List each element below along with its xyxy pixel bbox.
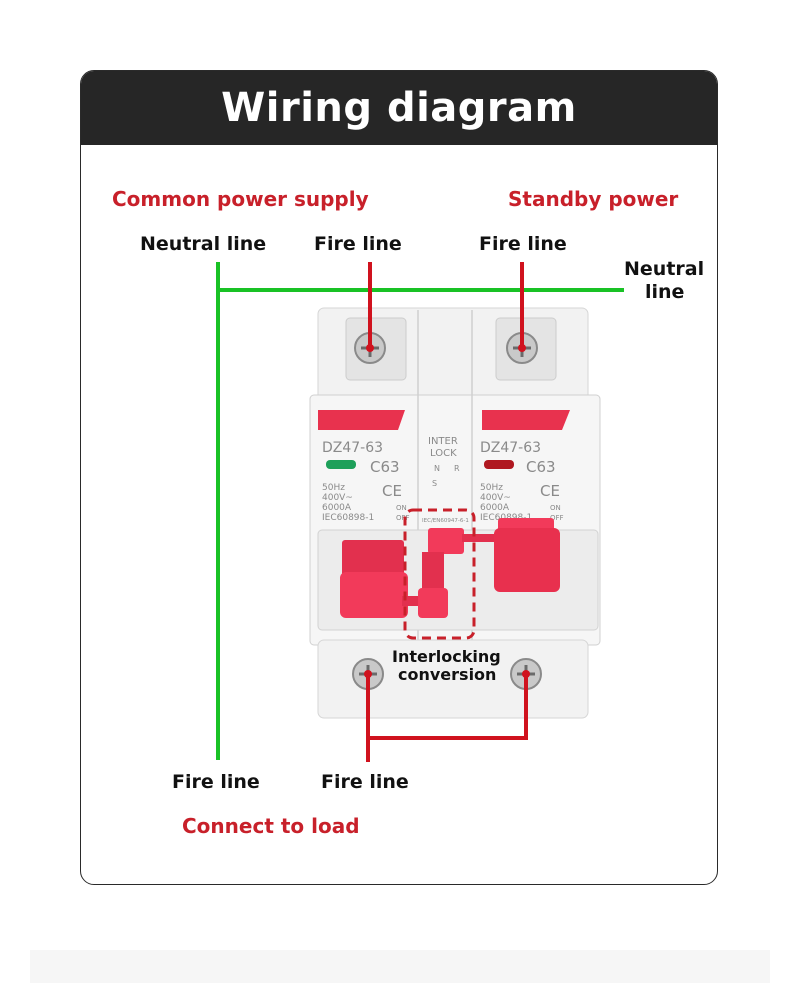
svg-text:LOCK: LOCK (430, 448, 457, 459)
svg-text:400V~: 400V~ (322, 493, 353, 503)
right-model: DZ47-63 (480, 440, 541, 456)
interlock-lever-top (428, 528, 464, 554)
left-model: DZ47-63 (322, 440, 383, 456)
left-handle-base (342, 540, 404, 578)
right-ce-mark: CE (540, 482, 560, 500)
svg-text:S: S (432, 479, 437, 488)
label-fire-line-bottom-left: Fire line (172, 771, 260, 793)
fire-wires (366, 262, 528, 762)
label-common-power-supply: Common power supply (112, 187, 369, 211)
label-neutral-line-left: Neutral line (140, 233, 266, 255)
label-conversion: conversion (398, 665, 496, 684)
header-bar: Wiring diagram (81, 71, 717, 145)
right-handle (494, 528, 560, 592)
right-red-tab (482, 410, 570, 430)
svg-text:6000A: 6000A (480, 503, 510, 513)
footer-band (30, 950, 770, 983)
left-red-tab (318, 410, 405, 430)
svg-text:6000A: 6000A (322, 503, 352, 513)
right-indicator (484, 460, 514, 469)
label-fire-line-top-right: Fire line (479, 233, 567, 255)
label-interlocking: Interlocking (392, 647, 501, 666)
left-ce-mark: CE (382, 482, 402, 500)
svg-text:50Hz: 50Hz (480, 483, 503, 493)
label-connect-to-load: Connect to load (182, 814, 360, 838)
wiring-diagram-card: Wiring diagram (80, 70, 718, 885)
svg-text:OFF: OFF (550, 514, 564, 522)
svg-text:IEC60898-1: IEC60898-1 (322, 513, 374, 523)
label-standby-power: Standby power (508, 187, 678, 211)
right-rating: C63 (526, 458, 556, 476)
interlock-lever-bottom (418, 588, 448, 618)
label-fire-line-bottom-center: Fire line (321, 771, 409, 793)
svg-text:INTER: INTER (428, 436, 458, 447)
svg-text:ON: ON (396, 504, 407, 512)
svg-text:50Hz: 50Hz (322, 483, 345, 493)
svg-text:N: N (434, 464, 440, 473)
label-fire-line-top-left: Fire line (314, 233, 402, 255)
svg-text:400V~: 400V~ (480, 493, 511, 503)
interlock-highlight (403, 508, 476, 640)
svg-text:IEC/EN60947-6-1: IEC/EN60947-6-1 (422, 518, 469, 524)
neutral-wire (216, 262, 624, 760)
left-handle (340, 572, 408, 618)
svg-text:ON: ON (550, 504, 561, 512)
label-neutral-line-right-2: line (645, 281, 684, 303)
left-rating: C63 (370, 458, 400, 476)
svg-text:R: R (454, 464, 460, 473)
label-neutral-line-right-1: Neutral (624, 258, 704, 280)
page-title: Wiring diagram (221, 85, 577, 131)
svg-text:OFF: OFF (396, 514, 410, 522)
left-indicator (326, 460, 356, 469)
